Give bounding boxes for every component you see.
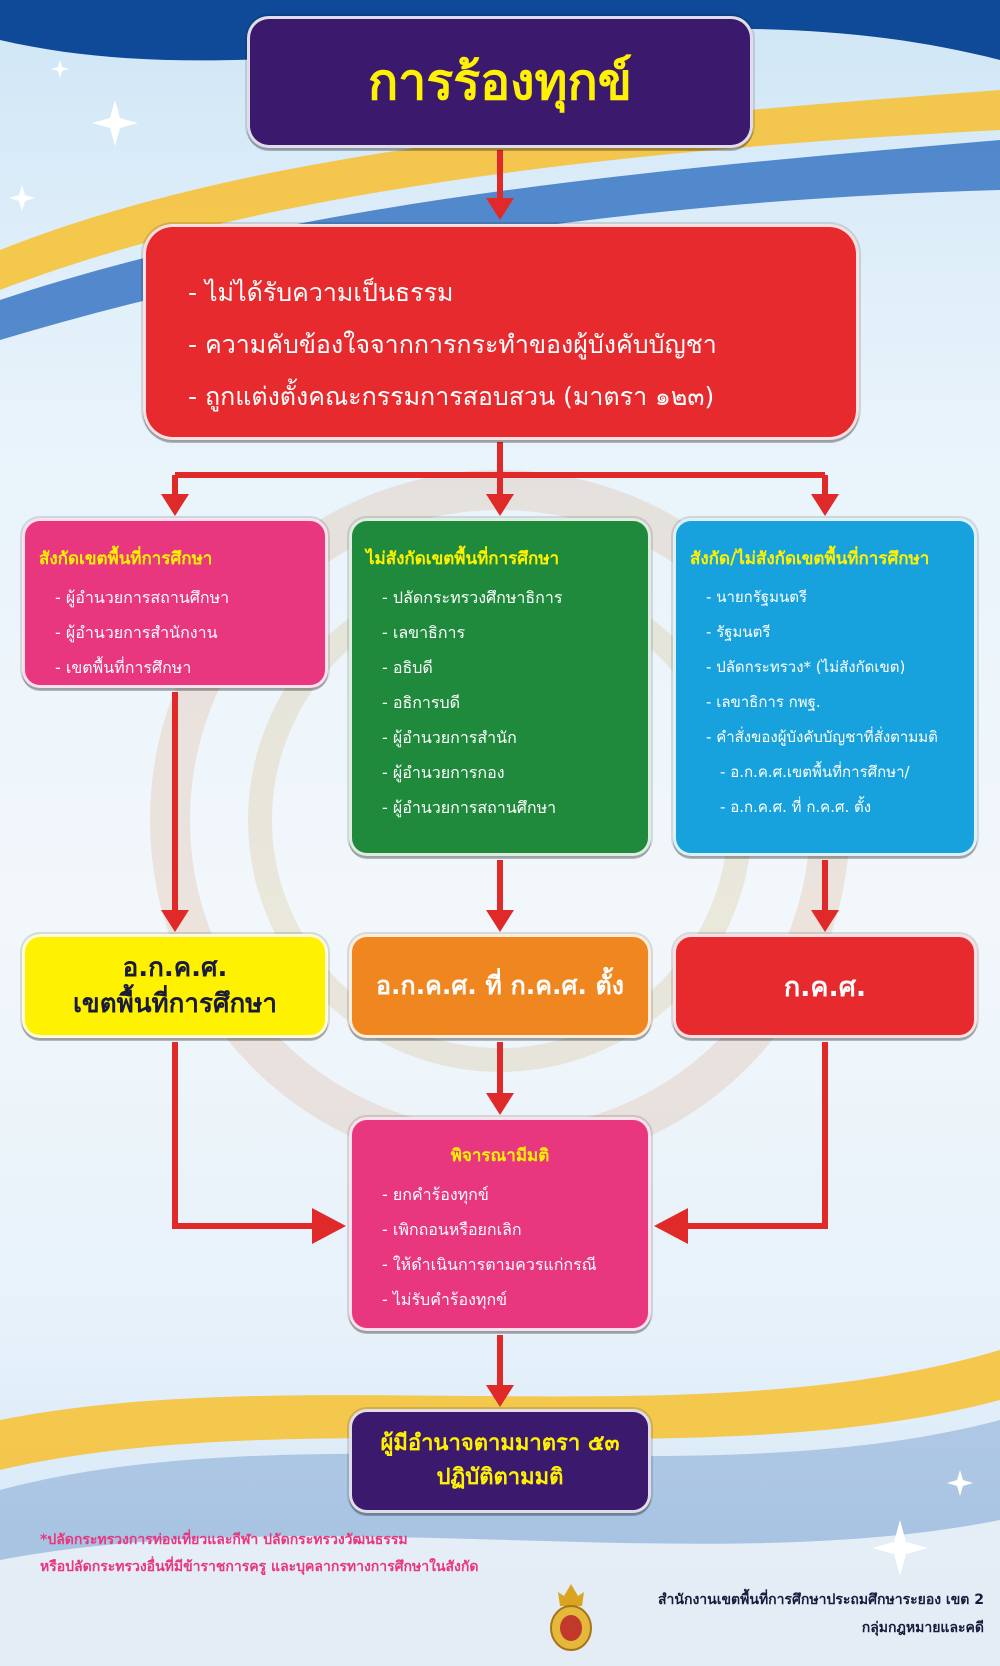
branch-item: ผู้อำนวยการกอง bbox=[366, 755, 648, 790]
final-box: ผู้มีอำนาจตามมาตรา ๕๓ ปฏิบัติตามมติ bbox=[349, 1409, 651, 1513]
decision-item: ไม่รับคำร้องทุกข์ bbox=[366, 1282, 648, 1317]
arrow-committee-1-to-decision bbox=[172, 1042, 326, 1229]
arrowhead bbox=[161, 910, 189, 932]
decision-list: ยกคำร้องทุกข์ เพิกถอนหรือยกเลิก ให้ดำเนิ… bbox=[366, 1177, 648, 1317]
branch-item: ผู้อำนวยการสถานศึกษา bbox=[366, 790, 648, 825]
page-title: การร้องทุกข์ bbox=[368, 52, 632, 111]
committee-label: อ.ก.ค.ศ. bbox=[122, 953, 228, 983]
branch-item: ผู้อำนวยการสถานศึกษา bbox=[39, 580, 325, 615]
sparkle-icon bbox=[92, 100, 138, 146]
office-name: สำนักงานเขตพื้นที่การศึกษาประถมศึกษาระยอ… bbox=[657, 1592, 984, 1608]
arrowhead bbox=[486, 1093, 514, 1115]
arrowheads bbox=[161, 494, 839, 1407]
committee-label: ก.ค.ศ. bbox=[783, 971, 867, 1003]
decision-box: พิจารณามีมติ ยกคำร้องทุกข์ เพิกถอนหรือยก… bbox=[349, 1117, 651, 1331]
top-gold-swoosh bbox=[0, 90, 1000, 290]
grounds-item: ความคับข้องใจจากการกระทำของผู้บังคับบัญช… bbox=[188, 319, 856, 371]
arrowhead bbox=[486, 198, 514, 220]
branch-item: ผู้อำนวยการสำนักงาน bbox=[39, 615, 325, 650]
office-credit: สำนักงานเขตพื้นที่การศึกษาประถมศึกษาระยอ… bbox=[658, 1586, 984, 1642]
arrowhead bbox=[312, 1208, 346, 1244]
committee-label: เขตพื้นที่การศึกษา bbox=[73, 989, 277, 1019]
arrowhead bbox=[811, 910, 839, 932]
arrowhead bbox=[811, 494, 839, 516]
sparkle-icon bbox=[947, 1470, 973, 1496]
sparkle-icon bbox=[872, 1520, 928, 1576]
branch-list: ผู้อำนวยการสถานศึกษา ผู้อำนวยการสำนักงาน… bbox=[39, 580, 325, 685]
arrowhead bbox=[161, 494, 189, 516]
office-seal-icon bbox=[550, 1584, 592, 1651]
sparkle-icons bbox=[9, 60, 973, 1576]
sparkle-icon bbox=[51, 60, 69, 78]
footnote-line: *ปลัดกระทรวงการท่องเที่ยวและกีฬา ปลัดกระ… bbox=[40, 1532, 408, 1548]
arrow-committee-3-to-decision bbox=[674, 1042, 828, 1229]
branch-item: ปลัดกระทรวง* (ไม่สังกัดเขต) bbox=[690, 650, 974, 685]
branch-item: เลขาธิการ กพฐ. bbox=[690, 685, 974, 720]
final-label: ผู้มีอำนาจตามมาตรา ๕๓ bbox=[380, 1431, 620, 1456]
branch-list: ปลัดกระทรวงศึกษาธิการ เลขาธิการ อธิบดี อ… bbox=[366, 580, 648, 825]
committee-box-appointed: อ.ก.ค.ศ. ที่ ก.ค.ศ. ตั้ง bbox=[349, 934, 651, 1038]
arrowhead bbox=[486, 1385, 514, 1407]
final-label: ปฏิบัติตามมติ bbox=[436, 1465, 564, 1490]
seal-center bbox=[560, 1615, 582, 1641]
grounds-item: ไม่ได้รับความเป็นธรรม bbox=[188, 267, 856, 319]
committee-box-kks: ก.ค.ศ. bbox=[673, 934, 977, 1038]
decision-item: ยกคำร้องทุกข์ bbox=[366, 1177, 648, 1212]
branch-heading: สังกัด/ไม่สังกัดเขตพื้นที่การศึกษา bbox=[690, 549, 930, 569]
branch-box-both: สังกัด/ไม่สังกัดเขตพื้นที่การศึกษา นายกร… bbox=[673, 518, 977, 856]
branch-item: อธิบดี bbox=[366, 650, 648, 685]
seal-crown bbox=[558, 1584, 584, 1606]
office-unit: กลุ่มกฎหมายและคดี bbox=[861, 1620, 984, 1636]
branch-item-continued: อ.ก.ค.ศ.เขตพื้นที่การศึกษา/ bbox=[690, 755, 974, 790]
grounds-item: ถูกแต่งตั้งคณะกรรมการสอบสวน (มาตรา ๑๒๓) bbox=[188, 371, 856, 423]
branch-item: เลขาธิการ bbox=[366, 615, 648, 650]
committee-box-district: อ.ก.ค.ศ. เขตพื้นที่การศึกษา bbox=[22, 934, 328, 1038]
decision-item: เพิกถอนหรือยกเลิก bbox=[366, 1212, 648, 1247]
branch-list: นายกรัฐมนตรี รัฐมนตรี ปลัดกระทรวง* (ไม่ส… bbox=[690, 580, 974, 825]
committee-label: อ.ก.ค.ศ. ที่ ก.ค.ศ. ตั้ง bbox=[376, 971, 624, 1000]
branch-item: ปลัดกระทรวงศึกษาธิการ bbox=[366, 580, 648, 615]
top-wave bbox=[0, 140, 1000, 340]
bottom-white-wave bbox=[0, 1520, 1000, 1666]
arrowhead bbox=[654, 1208, 688, 1244]
branch-heading: สังกัดเขตพื้นที่การศึกษา bbox=[39, 549, 213, 569]
arrowhead bbox=[486, 494, 514, 516]
footnote-line: หรือปลัดกระทรวงอื่นที่มีข้าราชการครู และ… bbox=[40, 1559, 479, 1575]
branch-box-district: สังกัดเขตพื้นที่การศึกษา ผู้อำนวยการสถาน… bbox=[22, 518, 328, 688]
grounds-box: ไม่ได้รับความเป็นธรรม ความคับข้องใจจากกา… bbox=[143, 224, 859, 440]
branch-item: อธิการบดี bbox=[366, 685, 648, 720]
branch-item: ผู้อำนวยการสำนัก bbox=[366, 720, 648, 755]
branch-item: นายกรัฐมนตรี bbox=[690, 580, 974, 615]
grounds-list: ไม่ได้รับความเป็นธรรม ความคับข้องใจจากกา… bbox=[188, 267, 856, 423]
arrowhead bbox=[486, 910, 514, 932]
branch-item: รัฐมนตรี bbox=[690, 615, 974, 650]
decision-heading: พิจารณามีมติ bbox=[450, 1146, 550, 1166]
branch-box-non-district: ไม่สังกัดเขตพื้นที่การศึกษา ปลัดกระทรวงศ… bbox=[349, 518, 651, 856]
decision-item: ให้ดำเนินการตามควรแก่กรณี bbox=[366, 1247, 648, 1282]
title-box: การร้องทุกข์ bbox=[247, 16, 753, 148]
branch-item-continued: อ.ก.ค.ศ. ที่ ก.ค.ศ. ตั้ง bbox=[690, 790, 974, 825]
branch-item: เขตพื้นที่การศึกษา bbox=[39, 650, 325, 685]
branch-item: คำสั่งของผู้บังคับบัญชาที่สั่งตามมติ bbox=[690, 720, 974, 755]
footnote: *ปลัดกระทรวงการท่องเที่ยวและกีฬา ปลัดกระ… bbox=[40, 1527, 600, 1581]
sparkle-icon bbox=[9, 185, 35, 211]
branch-heading: ไม่สังกัดเขตพื้นที่การศึกษา bbox=[366, 549, 560, 569]
